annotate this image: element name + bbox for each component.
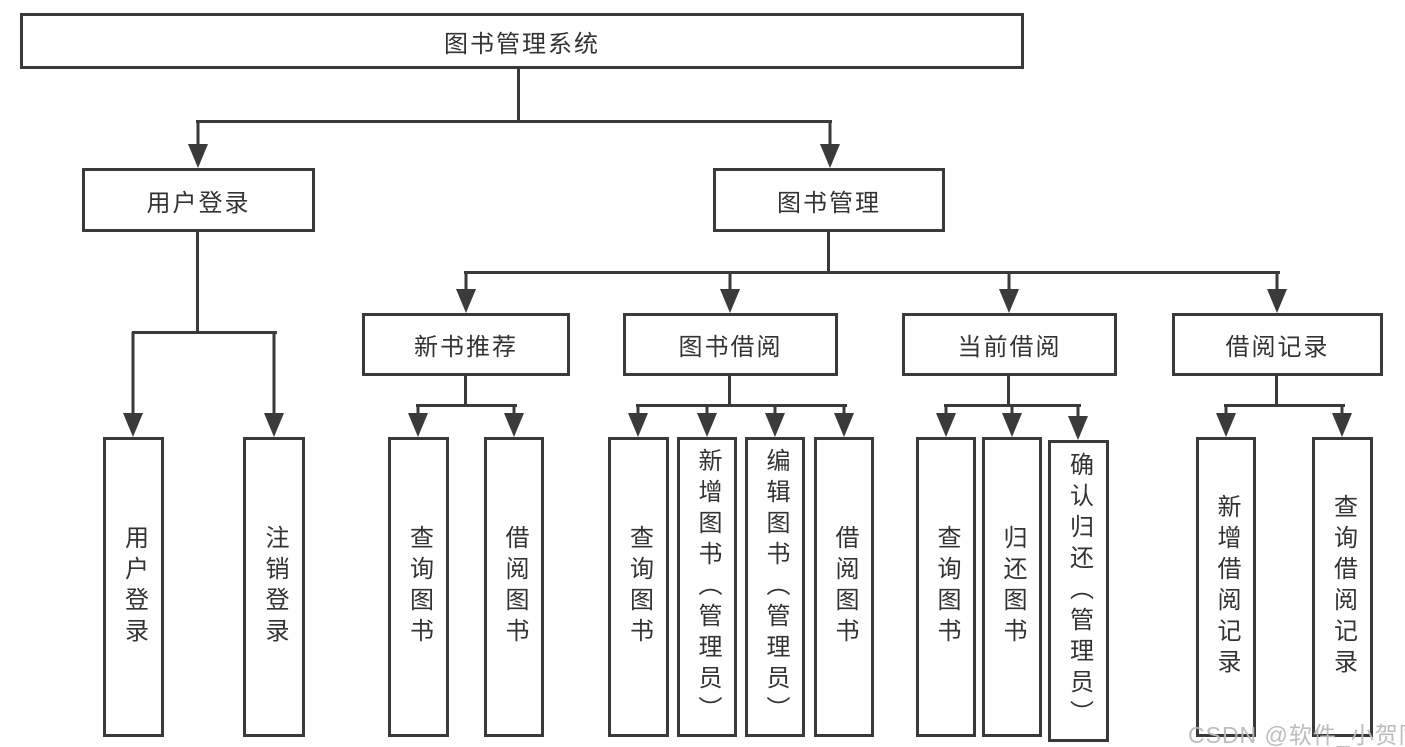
leaf-add-borrow-record: 新增借阅记录 — [1196, 437, 1256, 737]
arrow-leaf — [504, 405, 524, 437]
arrow-to-book-management — [820, 121, 840, 168]
arrow-leaf — [697, 405, 717, 437]
connector-user-login-stem — [196, 230, 199, 333]
leaf-query-books-current: 查询图书 — [916, 437, 976, 737]
node-label: 图书借阅 — [678, 334, 783, 361]
connector-user-login-bar — [132, 331, 277, 334]
leaf-user-login: 用户登录 — [103, 437, 164, 737]
leaf-label: 确认归还（管理员） — [1065, 451, 1093, 731]
leaf-label: 用户登录 — [120, 525, 148, 649]
leaf-label: 编辑图书（管理员） — [762, 447, 789, 727]
node-new-book-recommend: 新书推荐 — [362, 313, 570, 376]
arrow-leaf — [1332, 405, 1352, 437]
arrow-leaf — [765, 405, 785, 437]
leaf-label: 注销登录 — [261, 525, 288, 649]
connector-recommend-bar — [416, 404, 517, 407]
arrow-to-user-login — [188, 121, 208, 168]
leaf-label: 查询图书 — [405, 525, 433, 649]
arrow-to-login-leaf — [123, 332, 143, 437]
leaf-label: 借阅图书 — [501, 525, 528, 649]
arrow-leaf — [834, 405, 854, 437]
connector-records-bar — [1224, 404, 1345, 407]
leaf-label: 查询图书 — [933, 525, 960, 649]
leaf-label: 查询图书 — [625, 525, 653, 649]
node-borrow-records: 借阅记录 — [1172, 313, 1383, 376]
leaf-add-book-admin: 新增图书（管理员） — [677, 437, 737, 737]
connector-book-mgmt-bar — [464, 271, 1280, 274]
connector-root-bar — [196, 120, 832, 123]
leaf-query-books-recommend: 查询图书 — [388, 437, 449, 737]
arrow-to-new-book-recommend — [456, 272, 476, 313]
connector-records-stem — [1275, 374, 1278, 407]
arrow-leaf — [936, 405, 956, 437]
node-label: 图书管理系统 — [444, 30, 600, 58]
arrow-leaf — [1216, 405, 1236, 437]
node-label: 用户登录 — [146, 189, 251, 217]
arrow-leaf — [408, 405, 428, 437]
arrow-to-logout-leaf — [264, 332, 284, 437]
leaf-label: 查询借阅记录 — [1329, 494, 1357, 680]
connector-recommend-stem — [464, 374, 467, 407]
node-label: 借阅记录 — [1225, 334, 1330, 361]
node-label: 当前借阅 — [957, 334, 1062, 361]
leaf-edit-book-admin: 编辑图书（管理员） — [745, 437, 805, 737]
arrow-leaf — [1068, 405, 1088, 440]
connector-book-mgmt-stem — [827, 230, 830, 273]
node-user-login: 用户登录 — [82, 168, 315, 232]
node-label: 新书推荐 — [414, 334, 518, 361]
leaf-return-books: 归还图书 — [982, 437, 1042, 737]
arrow-to-current-borrow — [999, 272, 1019, 313]
leaf-borrow-books-recommend: 借阅图书 — [484, 437, 544, 737]
node-book-management: 图书管理 — [713, 168, 945, 232]
node-book-borrow: 图书借阅 — [623, 313, 838, 376]
csdn-watermark: CSDN @软件_小贺同学 — [1188, 722, 1405, 747]
leaf-label: 新增借阅记录 — [1213, 494, 1240, 680]
arrow-leaf — [628, 405, 648, 437]
connector-current-stem — [1007, 374, 1010, 407]
arrow-leaf — [1002, 405, 1022, 437]
node-library-management-system: 图书管理系统 — [20, 13, 1024, 69]
node-current-borrow: 当前借阅 — [902, 313, 1117, 376]
node-label: 图书管理 — [777, 189, 881, 217]
connector-borrow-stem — [728, 374, 731, 407]
leaf-label: 归还图书 — [999, 525, 1026, 649]
leaf-label: 新增图书（管理员） — [694, 447, 721, 727]
arrow-to-book-borrow — [720, 272, 740, 313]
leaf-query-borrow-record: 查询借阅记录 — [1312, 437, 1373, 737]
leaf-query-books-borrow: 查询图书 — [608, 437, 669, 737]
leaf-label: 借阅图书 — [831, 525, 858, 649]
arrow-to-borrow-records — [1267, 272, 1287, 313]
connector-borrow-bar — [636, 404, 847, 407]
leaf-logout: 注销登录 — [243, 437, 305, 737]
leaf-confirm-return-admin: 确认归还（管理员） — [1048, 440, 1109, 742]
connector-root-stem — [517, 67, 520, 122]
leaf-borrow-books: 借阅图书 — [814, 437, 874, 737]
